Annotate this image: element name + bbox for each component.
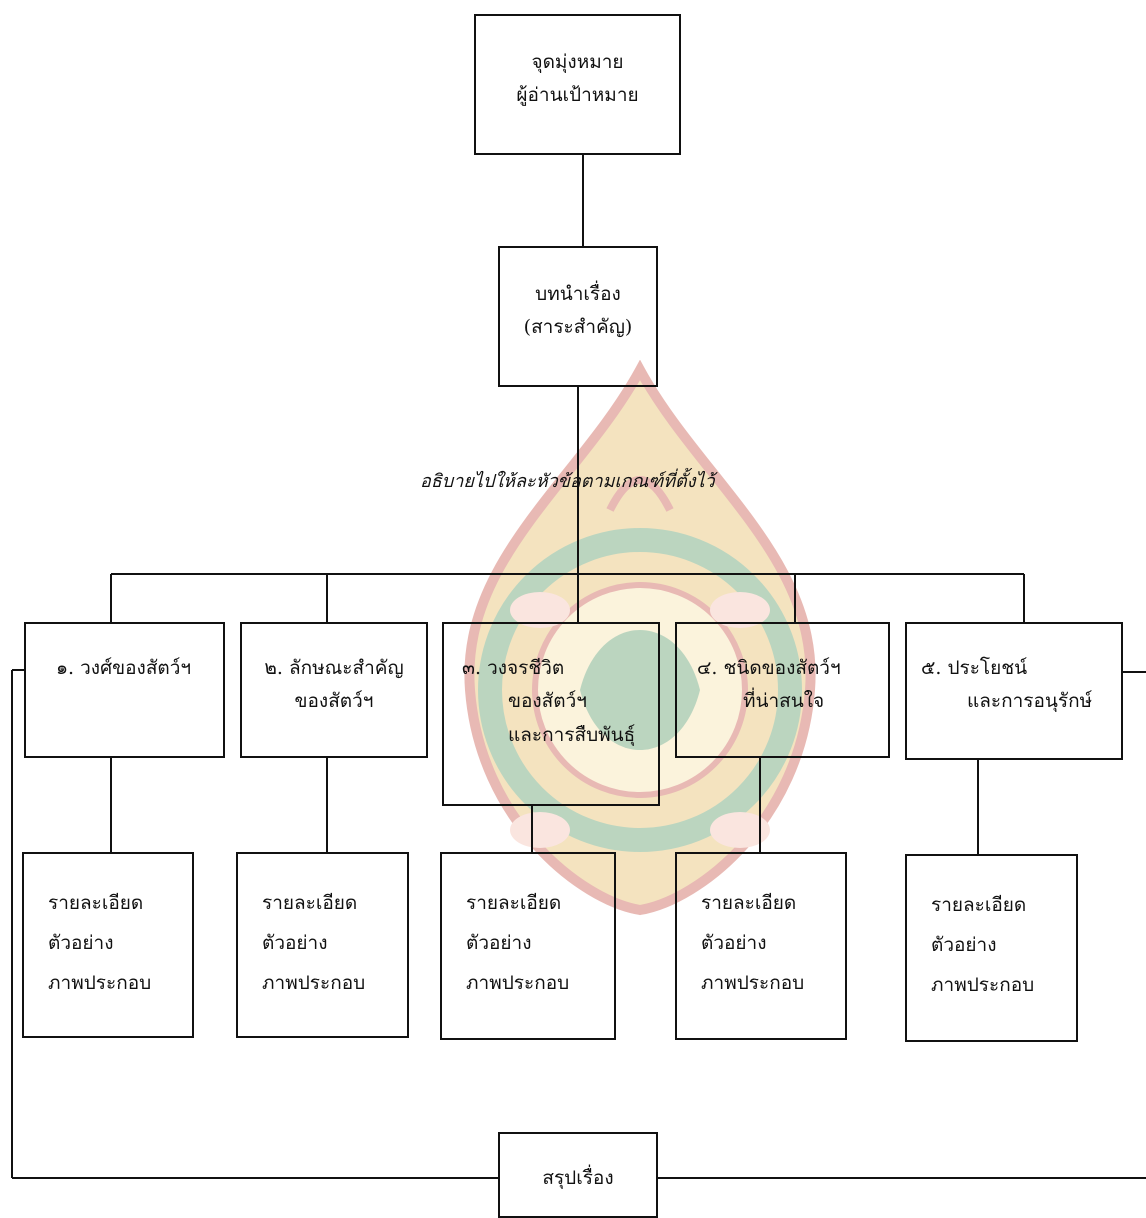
detail-2-line-3: ภาพประกอบ — [262, 971, 366, 994]
topic-3-line-3: และการสืบพันธุ์ — [508, 723, 636, 746]
topic-2-line-2: ของสัตว์ฯ — [294, 690, 374, 713]
detail-box-3: รายละเอียด ตัวอย่าง ภาพประกอบ — [440, 852, 616, 1040]
detail-box-1: รายละเอียด ตัวอย่าง ภาพประกอบ — [22, 852, 194, 1038]
topic-box-4: ๔. ชนิดของสัตว์ฯ ที่น่าสนใจ — [675, 622, 890, 758]
topic-4-line-2: ที่น่าสนใจ — [743, 690, 825, 713]
detail-1-line-2: ตัวอย่าง — [48, 931, 114, 954]
watermark-emblem — [464, 360, 816, 916]
topic-1-line-1: ๑. วงศ์ของสัตว์ฯ — [56, 657, 192, 679]
detail-box-5: รายละเอียด ตัวอย่าง ภาพประกอบ — [905, 854, 1078, 1042]
detail-5-line-3: ภาพประกอบ — [931, 973, 1035, 996]
topic-5-line-2: และการอนุรักษ์ — [967, 690, 1093, 713]
detail-box-4: รายละเอียด ตัวอย่าง ภาพประกอบ — [675, 852, 847, 1040]
detail-1-line-3: ภาพประกอบ — [48, 971, 152, 994]
detail-1-line-1: รายละเอียด — [48, 892, 144, 914]
topic-box-3: ๓. วงจรชีวิต ของสัตว์ฯ และการสืบพันธุ์ — [442, 622, 660, 806]
goal-line-1: จุดมุ่งหมาย — [531, 51, 624, 73]
detail-3-line-1: รายละเอียด — [466, 892, 562, 914]
detail-2-line-2: ตัวอย่าง — [262, 931, 328, 954]
detail-3-line-3: ภาพประกอบ — [466, 971, 570, 994]
detail-4-line-1: รายละเอียด — [701, 892, 797, 914]
intro-line-2: (สาระสำคัญ) — [523, 316, 633, 339]
topic-3-line-1: ๓. วงจรชีวิต — [462, 657, 565, 679]
intro-line-1: บทนำเรื่อง — [535, 283, 621, 305]
goal-box: จุดมุ่งหมาย ผู้อ่านเป้าหมาย — [474, 14, 681, 155]
detail-5-line-2: ตัวอย่าง — [931, 933, 997, 956]
detail-3-line-2: ตัวอย่าง — [466, 931, 532, 954]
detail-2-line-1: รายละเอียด — [262, 892, 358, 914]
detail-4-line-2: ตัวอย่าง — [701, 931, 767, 954]
goal-line-2: ผู้อ่านเป้าหมาย — [516, 84, 639, 107]
topic-2-line-1: ๒. ลักษณะสำคัญ — [264, 657, 404, 679]
topic-box-1: ๑. วงศ์ของสัตว์ฯ — [24, 622, 225, 758]
conclusion-label: สรุปเรื่อง — [542, 1167, 614, 1189]
conclusion-box: สรุปเรื่อง — [498, 1132, 658, 1218]
detail-5-line-1: รายละเอียด — [931, 894, 1027, 916]
diagram-caption: อธิบายไปให้ละหัวข้อตามเกณฑ์ที่ตั้งไว้ — [420, 471, 715, 492]
topic-box-2: ๒. ลักษณะสำคัญ ของสัตว์ฯ — [240, 622, 428, 758]
detail-box-2: รายละเอียด ตัวอย่าง ภาพประกอบ — [236, 852, 409, 1038]
topic-box-5: ๕. ประโยชน์ และการอนุรักษ์ — [905, 622, 1123, 760]
intro-box: บทนำเรื่อง (สาระสำคัญ) — [498, 246, 658, 387]
topic-4-line-1: ๔. ชนิดของสัตว์ฯ — [697, 657, 841, 679]
topic-3-line-2: ของสัตว์ฯ — [508, 690, 587, 713]
detail-4-line-3: ภาพประกอบ — [701, 971, 805, 994]
topic-5-line-1: ๕. ประโยชน์ — [921, 657, 1028, 679]
